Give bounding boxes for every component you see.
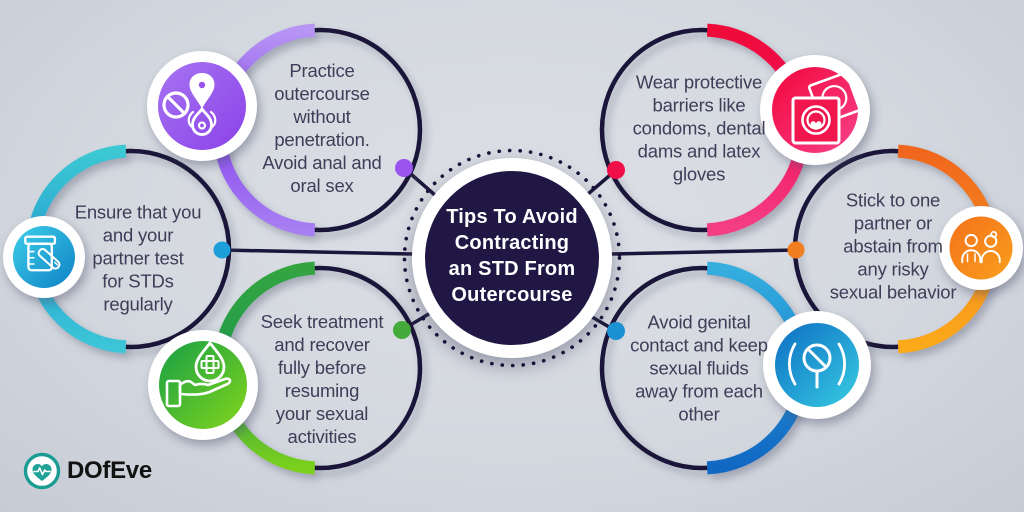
- heartbeat-logo-icon: [23, 452, 61, 490]
- center-navy-disc: [425, 171, 599, 345]
- connector-dot-orange: [787, 241, 805, 259]
- badge-gradient-disc: [949, 216, 1013, 280]
- connector-dot-purple: [395, 159, 413, 177]
- center-dotted-ring: [402, 148, 622, 368]
- connector-dot-green: [393, 321, 411, 339]
- brand-name: DOfEve: [67, 457, 152, 484]
- logo-pulse-line: [33, 467, 51, 476]
- tip-icon-badge-seek-treatment: [148, 330, 258, 440]
- connector-line-right: [611, 248, 797, 256]
- no-genital-contact-icon: [787, 342, 847, 389]
- tip-icon-badge-avoid-genital-contact: [763, 311, 871, 419]
- monogamous-couple-icon: [961, 231, 1001, 264]
- condom-packets-icon: [791, 71, 861, 145]
- std-test-kit-icon: [24, 235, 61, 272]
- treatment-hand-drop-icon: [165, 341, 232, 408]
- connector-dot-cyan: [213, 241, 231, 259]
- connector-dots: [213, 159, 805, 340]
- tip-icon-badge-one-partner: [939, 206, 1023, 290]
- connector-line-left: [221, 248, 413, 256]
- tip-icon-badge-test-regularly: [3, 216, 85, 298]
- no-penetration-icon: [162, 73, 217, 136]
- tip-icon-badge-protective-barriers: [760, 55, 870, 165]
- badge-gradient-disc: [775, 323, 859, 407]
- connector-dot-red: [607, 161, 625, 179]
- badge-gradient-disc: [13, 226, 75, 288]
- brand-logo: DOfEve: [22, 451, 152, 491]
- tip-icon-badge-practice-outercourse: [147, 51, 257, 161]
- center-node: [402, 148, 622, 368]
- connector-dot-blue: [607, 322, 625, 340]
